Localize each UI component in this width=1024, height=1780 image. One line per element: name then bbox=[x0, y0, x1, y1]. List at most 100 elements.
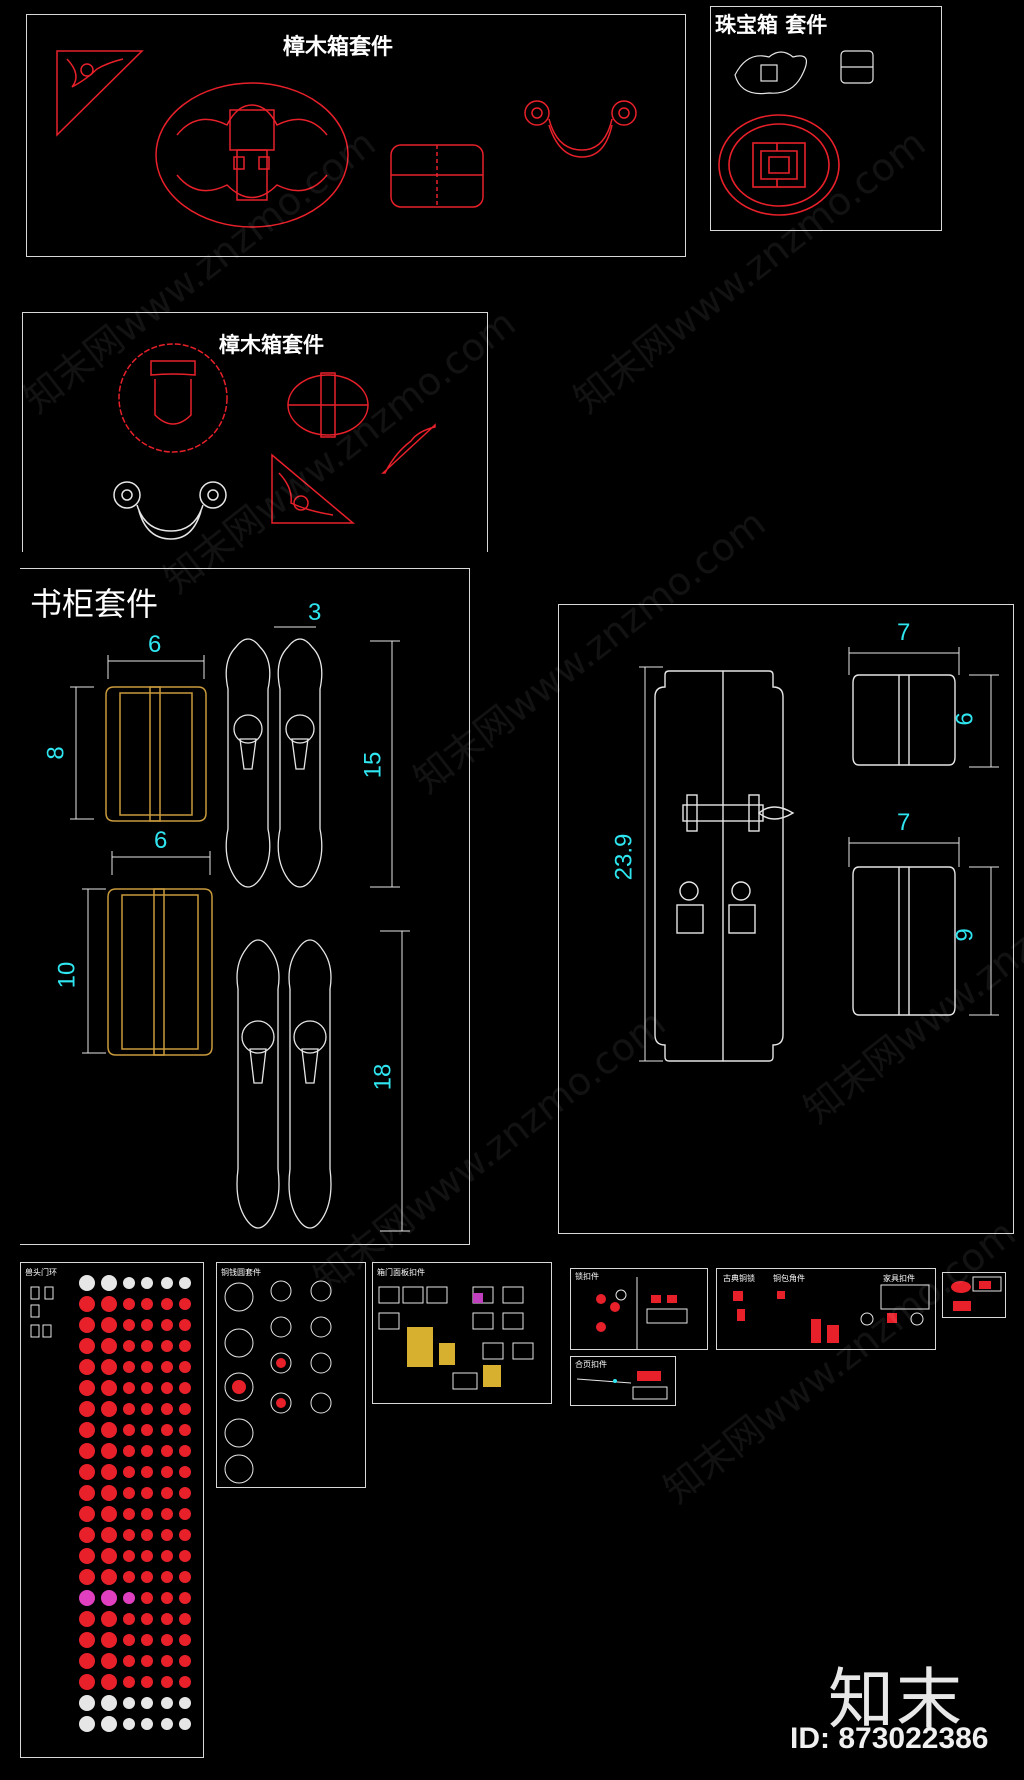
door-knocker-icon bbox=[141, 1466, 153, 1478]
thumb-sheet-5-label: 合页扣件 bbox=[575, 1360, 607, 1369]
brand-logo: 知末 bbox=[828, 1661, 964, 1738]
bookcase-drawings bbox=[70, 626, 410, 1232]
thumb-sheet-3-icons bbox=[378, 1286, 534, 1390]
door-knocker-icon bbox=[123, 1340, 135, 1352]
knocker-sample-icon bbox=[30, 1324, 40, 1338]
door-knocker-icon bbox=[123, 1529, 135, 1541]
door-knocker-icon bbox=[123, 1382, 135, 1394]
door-knocker-icon bbox=[141, 1550, 153, 1562]
door-knocker-icon bbox=[79, 1653, 95, 1669]
door-knocker-icon bbox=[79, 1506, 95, 1522]
door-knocker-icon bbox=[79, 1296, 95, 1312]
thumb-sheet-2-label: 铜钱圆套件 bbox=[221, 1268, 261, 1277]
door-knocker-icon bbox=[161, 1445, 173, 1457]
door-knocker-icon bbox=[141, 1298, 153, 1310]
camphor-chest-panel-top: 樟木箱套件 bbox=[26, 14, 686, 257]
door-knocker-icon bbox=[141, 1718, 153, 1730]
door-knocker-icon bbox=[123, 1424, 135, 1436]
door-knocker-icon bbox=[79, 1359, 95, 1375]
thumb-sheet-9-icons bbox=[951, 1276, 1002, 1311]
door-knocker-icon bbox=[141, 1361, 153, 1373]
door-knocker-icon bbox=[161, 1340, 173, 1352]
door-knocker-icon bbox=[123, 1634, 135, 1646]
brand-id: ID: 873022386 bbox=[790, 1722, 989, 1755]
door-knocker-icon bbox=[161, 1298, 173, 1310]
dim-plate-short-height: 15 bbox=[359, 751, 387, 779]
door-knocker-icon bbox=[123, 1718, 135, 1730]
knocker-sample-icon bbox=[30, 1304, 40, 1318]
watermark-7: 知末网www.znzmo.com bbox=[655, 1210, 1024, 1512]
thumb-sheet-5: 合页扣件 bbox=[570, 1356, 676, 1406]
door-knocker-icon bbox=[123, 1487, 135, 1499]
knocker-sample-icon bbox=[42, 1324, 52, 1338]
door-knocker-icon bbox=[179, 1676, 191, 1688]
door-knocker-icon bbox=[161, 1634, 173, 1646]
door-knocker-icon bbox=[79, 1464, 95, 1480]
door-knocker-icon bbox=[179, 1487, 191, 1499]
door-knocker-icon bbox=[101, 1296, 117, 1312]
door-knocker-icon bbox=[179, 1319, 191, 1331]
door-knocker-icon bbox=[101, 1527, 117, 1543]
door-knocker-icon bbox=[123, 1676, 135, 1688]
door-knocker-icon bbox=[179, 1445, 191, 1457]
door-knocker-icon bbox=[123, 1571, 135, 1583]
door-knocker-icon bbox=[161, 1277, 173, 1289]
camphor-chest-title-top: 樟木箱套件 bbox=[283, 34, 394, 60]
door-knocker-icon bbox=[101, 1590, 117, 1606]
door-knocker-icon bbox=[79, 1422, 95, 1438]
door-knocker-icon bbox=[79, 1611, 95, 1627]
door-knocker-icon bbox=[123, 1613, 135, 1625]
dim-hinge-right-top-height: 6 bbox=[951, 712, 979, 726]
dim-hinge-right-top-width: 7 bbox=[897, 619, 911, 646]
door-knocker-icon bbox=[101, 1674, 117, 1690]
thumb-sheet-9 bbox=[942, 1272, 1006, 1318]
door-knocker-icon bbox=[161, 1550, 173, 1562]
door-knocker-icon bbox=[141, 1445, 153, 1457]
dim-hinge-large-width: 6 bbox=[154, 827, 168, 854]
door-knocker-icon bbox=[161, 1529, 173, 1541]
door-knocker-icon bbox=[141, 1592, 153, 1604]
door-knocker-icon bbox=[79, 1338, 95, 1354]
jewelry-box-panel: 珠宝箱 套件 bbox=[710, 6, 942, 231]
door-knocker-icon bbox=[123, 1697, 135, 1709]
door-knocker-icon bbox=[79, 1401, 95, 1417]
door-knocker-icon bbox=[179, 1697, 191, 1709]
door-knocker-icon bbox=[123, 1550, 135, 1562]
thumb-sheet-1-icons bbox=[30, 1275, 191, 1732]
thumb-sheet-2-icons bbox=[224, 1280, 332, 1484]
thumb-sheet-2: 铜钱圆套件 bbox=[216, 1262, 366, 1488]
door-knocker-icon bbox=[123, 1361, 135, 1373]
door-knocker-icon bbox=[141, 1676, 153, 1688]
door-knocker-icon bbox=[141, 1277, 153, 1289]
thumb-sheet-3-label: 箱门面板扣件 bbox=[377, 1268, 425, 1277]
dim-hinge-small-height: 8 bbox=[42, 746, 70, 760]
door-knocker-icon bbox=[161, 1697, 173, 1709]
door-knocker-icon bbox=[161, 1592, 173, 1604]
door-knocker-icon bbox=[123, 1508, 135, 1520]
camphor-chest-drawings-top bbox=[56, 50, 637, 228]
door-knocker-icon bbox=[161, 1613, 173, 1625]
door-knocker-icon bbox=[141, 1508, 153, 1520]
door-knocker-icon bbox=[79, 1695, 95, 1711]
thumb-sheet-4-label: 锁扣件 bbox=[575, 1272, 599, 1281]
door-knocker-icon bbox=[123, 1403, 135, 1415]
door-knocker-icon bbox=[179, 1361, 191, 1373]
door-knocker-icon bbox=[161, 1571, 173, 1583]
door-knocker-icon bbox=[161, 1466, 173, 1478]
door-knocker-icon bbox=[79, 1380, 95, 1396]
door-knocker-icon bbox=[179, 1571, 191, 1583]
thumb-sheet-6-label: 古典铜锁 bbox=[723, 1274, 755, 1283]
camphor-chest-title-mid: 樟木箱套件 bbox=[219, 332, 324, 357]
door-knocker-icon bbox=[161, 1424, 173, 1436]
door-knocker-icon bbox=[101, 1548, 117, 1564]
door-knocker-icon bbox=[79, 1485, 95, 1501]
door-knocker-icon bbox=[179, 1466, 191, 1478]
door-knocker-icon bbox=[161, 1403, 173, 1415]
door-knocker-icon bbox=[101, 1464, 117, 1480]
thumb-sheet-1: 兽头门环 bbox=[20, 1262, 204, 1758]
dim-door-height: 23.9 bbox=[610, 833, 638, 881]
thumb-sheet-6: 古典铜锁 铜包角件 家具扣件 bbox=[716, 1268, 936, 1350]
door-knocker-icon bbox=[179, 1298, 191, 1310]
door-knocker-icon bbox=[101, 1380, 117, 1396]
dim-plate-long-height: 18 bbox=[369, 1063, 397, 1091]
